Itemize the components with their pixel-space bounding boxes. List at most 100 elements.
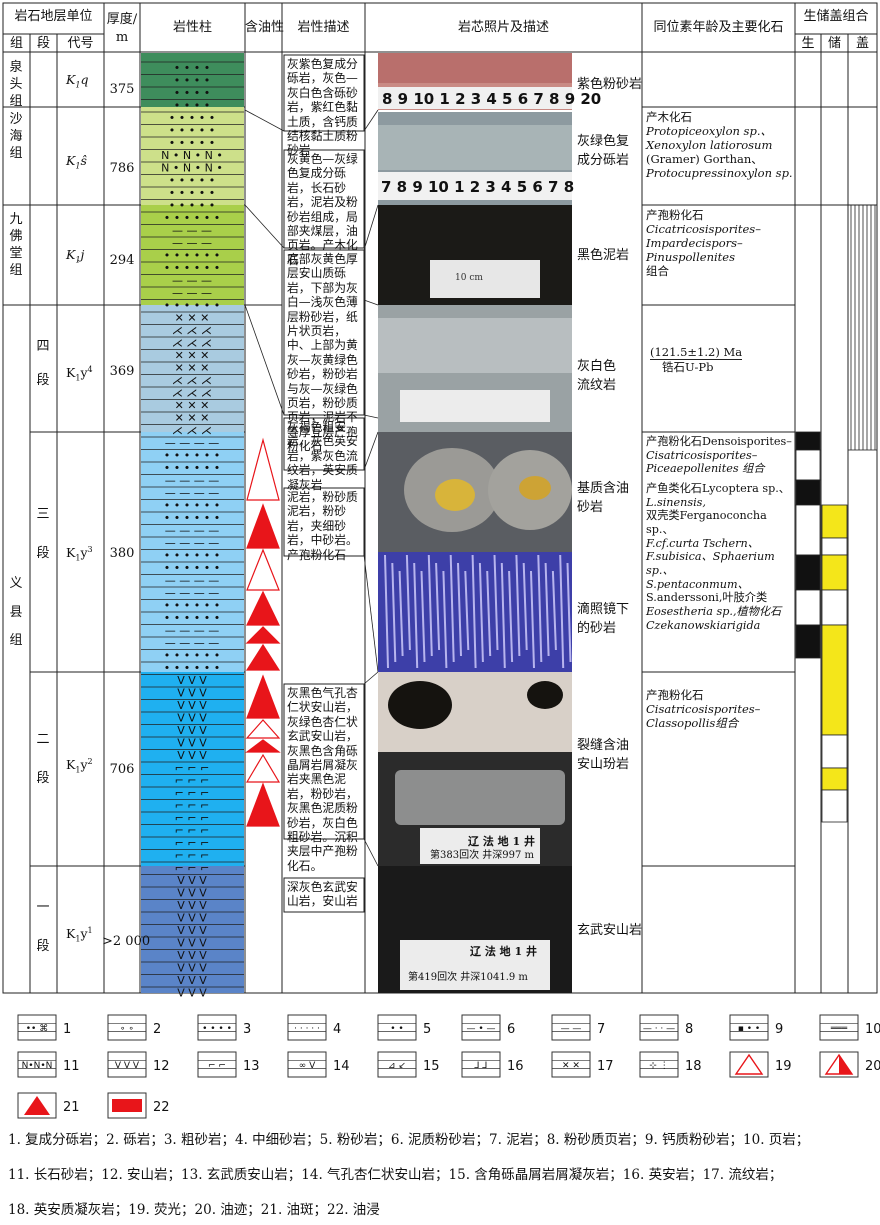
photo-caption-6: 滴照镜下的砂岩 xyxy=(577,602,630,636)
legend-swatch-symbol: ∞ V xyxy=(299,1061,316,1071)
lithology-symbol: ⋌ ⋌ ⋌ xyxy=(172,424,212,437)
desc-member2: 灰黑色气孔杏仁状安山岩，灰绿色杏仁状玄武安山岩，灰黑色含角砾晶屑岩屑凝灰岩夹黑色… xyxy=(287,686,358,873)
desc-jiufotang: 底部灰黄色厚层安山质砾岩，下部为灰白—浅灰色薄层粉砂岩，纸片状页岩，中、上部为黄… xyxy=(287,252,358,454)
lithology-symbol: V V V xyxy=(177,924,207,937)
photo-streak xyxy=(493,554,499,651)
lithology-symbol: — — — — xyxy=(165,437,220,450)
thickness-jiufotang: 294 xyxy=(109,253,135,268)
lithology-symbol: ⋌ ⋌ ⋌ xyxy=(172,324,212,337)
scale-label-1: 10 cm xyxy=(455,273,483,283)
lithology-symbol: ⋌ ⋌ ⋌ xyxy=(172,337,212,350)
thickness-quantou: 375 xyxy=(109,82,135,97)
legend-swatch-3 xyxy=(197,1014,237,1041)
legend-swatch-symbol: ✕ ✕ xyxy=(562,1061,580,1071)
photo-streak xyxy=(566,562,572,663)
code-k1j: K1j xyxy=(66,247,85,265)
lithology-symbol: ✕ ✕ ✕ xyxy=(175,399,210,412)
lithology-symbol: V V V xyxy=(177,887,207,900)
header-group: 组 xyxy=(9,36,23,51)
legend-swatch-symbol: — · · — xyxy=(643,1024,675,1034)
legend-swatch-symbol: · · · · · xyxy=(294,1024,320,1034)
thickness-shahai: 786 xyxy=(109,161,135,176)
core-label-depth-1: 第383回次 井深997 m xyxy=(430,850,535,861)
group-quantou: 泉头组 xyxy=(9,60,23,109)
photo-caption-5: 基质含油砂岩 xyxy=(577,481,630,515)
lithology-symbol: • • • • xyxy=(174,62,210,75)
photo-streak xyxy=(515,554,521,657)
photo-streak xyxy=(508,570,514,663)
source-rock-bar xyxy=(795,624,821,659)
source-rock-bar xyxy=(795,504,821,556)
legend-swatch-symbol: ∘ ∘ xyxy=(120,1024,134,1034)
photo-streak xyxy=(500,562,506,669)
desc-member1: 深灰色玄武安山岩，安山岩 xyxy=(287,880,358,909)
member-4: 四段 xyxy=(36,339,50,388)
lithology-symbol: • • • • • • xyxy=(164,549,220,562)
photo-streak xyxy=(398,570,404,657)
lithology-symbol: ✕ ✕ ✕ xyxy=(175,362,210,375)
legend-swatch-symbol: ⊿ ↙ xyxy=(388,1061,406,1071)
lithology-symbol: • • • • • • xyxy=(164,512,220,525)
lithology-symbol: V V V xyxy=(177,749,207,762)
desc-member4: 灰褐色粗安岩，灰色英安岩，紫灰色流纹岩，英安质凝灰岩 xyxy=(287,420,358,492)
lithology-symbol: — — — — xyxy=(165,487,220,500)
reservoir-bar xyxy=(821,789,848,823)
photo-streak xyxy=(530,570,535,669)
lithology-symbol: • • • • xyxy=(174,74,210,87)
legend-swatch-symbol: ⅃ ⅃ xyxy=(474,1061,488,1071)
code-k1y3: K1y3 xyxy=(66,545,93,563)
legend-number: 9 xyxy=(775,1022,783,1037)
lithology-symbol: V V V xyxy=(177,974,207,987)
lithology-symbol: — — — — xyxy=(165,474,220,487)
photo-caption-7: 裂缝含油安山玢岩 xyxy=(577,738,630,772)
code-k1q: K1q xyxy=(66,72,89,90)
oil-spot-icon xyxy=(245,739,281,753)
oil-spot-icon xyxy=(245,626,281,644)
photo-caption-4: 灰白色流纹岩 xyxy=(577,359,617,393)
legend-number: 1 xyxy=(63,1022,71,1037)
member-1: 一段 xyxy=(36,900,50,954)
lithology-symbol: ⌐ ⌐ ⌐ xyxy=(175,837,210,850)
lithology-symbol: • • • • • xyxy=(169,124,215,137)
code-k1s: K1ŝ xyxy=(66,153,87,171)
lithology-symbol: • • • • xyxy=(174,87,210,100)
group-jiufotang: 九佛堂组 xyxy=(9,212,23,278)
legend-number: 6 xyxy=(507,1022,515,1037)
fluorescence-icon xyxy=(245,753,281,783)
legend-swatch-symbol: • • xyxy=(390,1024,403,1034)
legend-number: 22 xyxy=(153,1100,170,1115)
source-rock-bar xyxy=(795,589,821,626)
fluorescence-icon xyxy=(246,437,280,501)
lithology-symbol: — — — xyxy=(172,224,212,237)
header-reservoir: 储 xyxy=(827,36,841,51)
photo-streak xyxy=(522,562,528,651)
legend-swatch-10 xyxy=(819,1014,859,1041)
lithology-symbol: — — — xyxy=(172,237,212,250)
lithology-symbol: • • • • • xyxy=(169,199,215,212)
member-2: 二段 xyxy=(36,732,50,786)
lithology-symbol: • • • • • • xyxy=(164,449,220,462)
lithology-symbol: • • • • • • xyxy=(164,299,220,312)
legend-swatch-4 xyxy=(287,1014,327,1041)
header-member: 段 xyxy=(36,36,50,51)
legend-swatch-symbol: ⊹ ⋮ xyxy=(649,1061,668,1071)
thickness-member3: 380 xyxy=(109,546,135,561)
reservoir-bar xyxy=(821,554,848,591)
photo-caption-3: 黑色泥岩 xyxy=(577,248,630,263)
lithology-symbol: ⌐ ⌐ ⌐ xyxy=(175,849,210,862)
photo-streak xyxy=(457,562,462,657)
lithology-symbol: • • • • • xyxy=(169,174,215,187)
oil-spot-icon xyxy=(245,643,281,671)
source-rock-bar xyxy=(795,449,821,481)
oil-trace-fill xyxy=(839,1055,852,1074)
legend-swatch-symbol: N•N•N xyxy=(22,1061,53,1071)
header-code: 代号 xyxy=(67,36,94,51)
photo-streak xyxy=(537,554,543,663)
legend-number: 15 xyxy=(423,1059,440,1074)
lithology-symbol: — — — — xyxy=(165,537,220,550)
lithology-symbol: ⋌ ⋌ ⋌ xyxy=(172,387,212,400)
oil-spot-icon xyxy=(246,590,280,626)
legend-swatch-symbol: •• ⌘ xyxy=(26,1024,48,1034)
code-k1y2: K1y2 xyxy=(66,757,93,775)
